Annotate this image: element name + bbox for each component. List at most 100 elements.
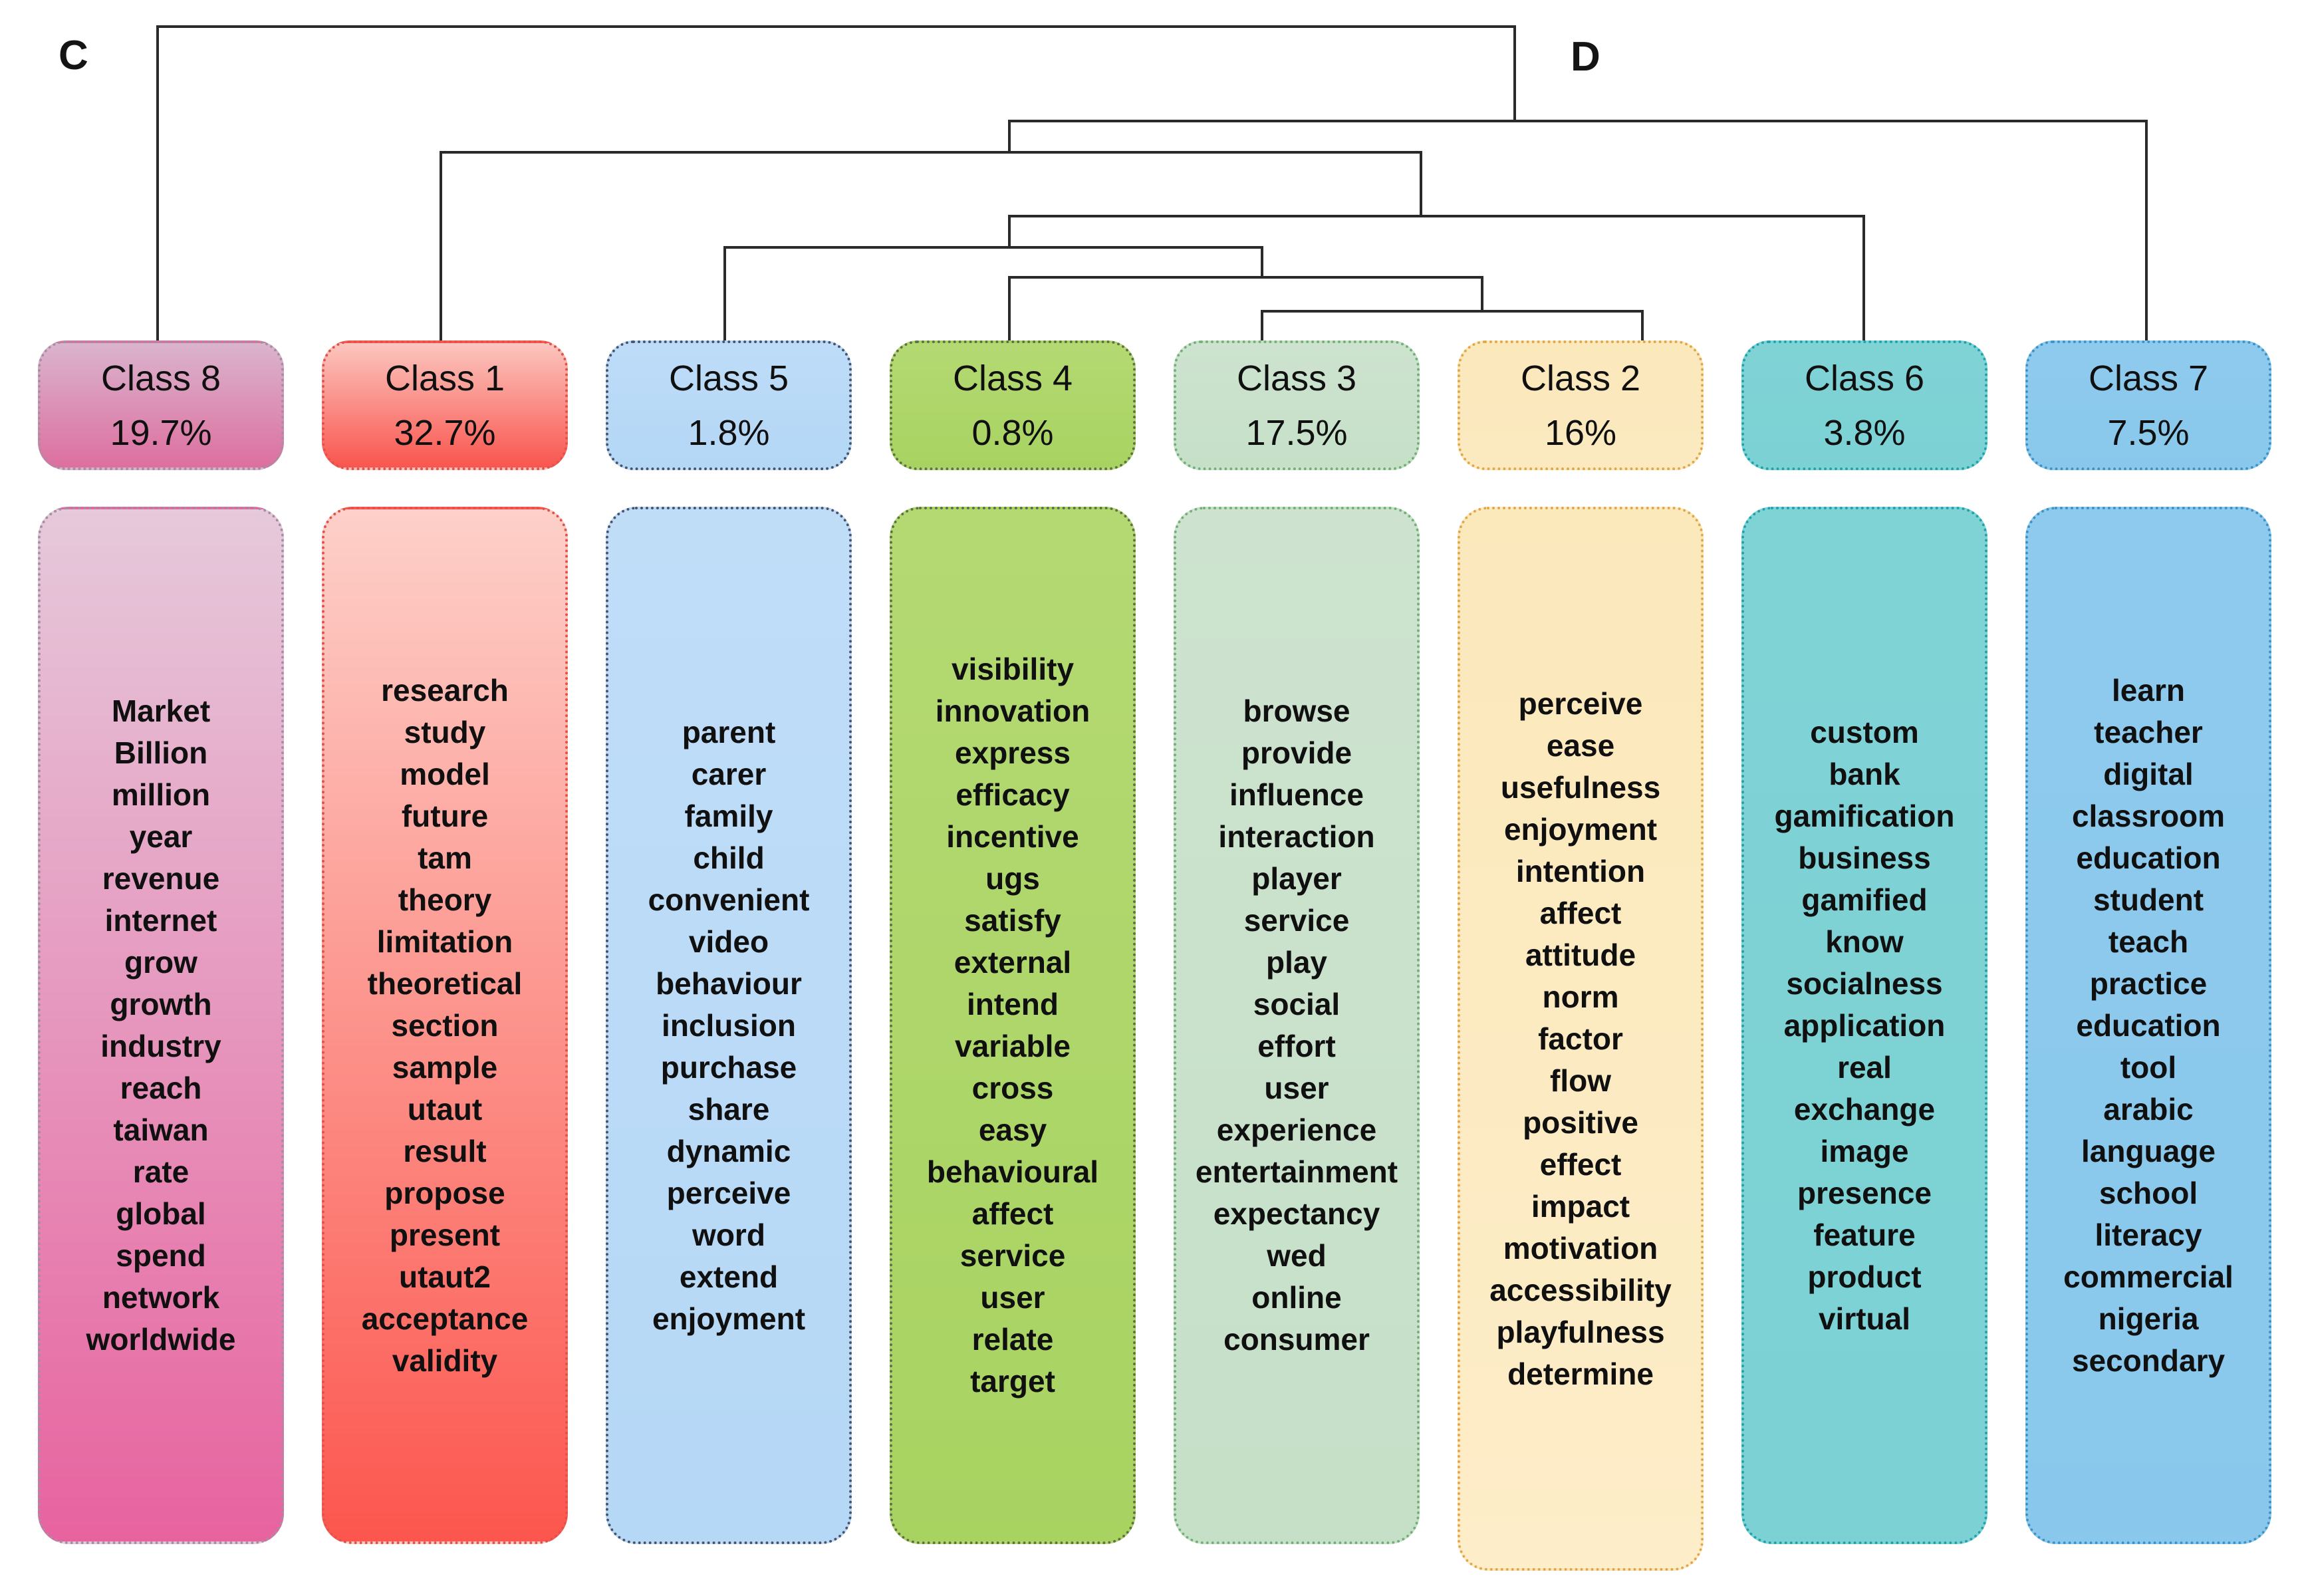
word-item: real xyxy=(1837,1049,1892,1085)
dendrogram-segment xyxy=(723,246,1263,249)
word-item: motivation xyxy=(1503,1230,1658,1265)
word-item: service xyxy=(1243,903,1350,938)
word-item: result xyxy=(403,1133,487,1168)
word-item: effect xyxy=(1539,1146,1622,1182)
word-item: education xyxy=(2076,840,2221,875)
word-item: factor xyxy=(1538,1021,1623,1056)
word-item: commercial xyxy=(2063,1259,2234,1294)
word-item: browse xyxy=(1243,694,1350,728)
word-item: satisfy xyxy=(964,903,1061,938)
word-item: carer xyxy=(691,756,767,791)
word-item: external xyxy=(954,945,1072,980)
word-item: enjoyment xyxy=(1503,811,1658,847)
word-item: worldwide xyxy=(86,1322,236,1357)
class-label: Class 8 xyxy=(100,358,221,398)
word-item: validity xyxy=(392,1343,498,1378)
word-item: online xyxy=(1251,1280,1342,1315)
class-percentage: 1.8% xyxy=(688,412,770,453)
word-item: virtual xyxy=(1818,1301,1911,1336)
word-item: share xyxy=(688,1091,770,1127)
word-item: application xyxy=(1783,1007,1946,1043)
word-item: play xyxy=(1265,945,1328,980)
class-percentage: 3.8% xyxy=(1823,412,1906,453)
word-item: word xyxy=(692,1217,765,1252)
word-item: dynamic xyxy=(666,1133,791,1168)
word-item: industry xyxy=(100,1029,221,1063)
word-item: language xyxy=(2081,1133,2216,1168)
word-item: behaviour xyxy=(656,966,802,1001)
dendrogram-segment xyxy=(1008,276,1483,279)
word-item: research xyxy=(381,672,509,708)
word-item: socialness xyxy=(1786,966,1943,1001)
dendrogram-segment xyxy=(1481,276,1483,311)
word-item: image xyxy=(1820,1133,1909,1168)
word-item: student xyxy=(2093,882,2204,917)
class-header-box: Class 8 19.7% xyxy=(38,340,284,470)
word-item: effort xyxy=(1257,1029,1336,1063)
word-item: study xyxy=(404,714,486,749)
word-item: gamification xyxy=(1774,798,1955,833)
word-item: determine xyxy=(1507,1356,1654,1391)
word-item: extend xyxy=(679,1259,779,1294)
class-header-box: Class 2 16% xyxy=(1458,340,1704,470)
word-item: school xyxy=(2099,1175,2198,1210)
word-item: user xyxy=(1264,1071,1329,1105)
word-item: feature xyxy=(1813,1217,1916,1252)
word-item: sample xyxy=(392,1049,498,1085)
branch-label-d: D xyxy=(1571,34,1600,80)
word-item: parent xyxy=(682,714,776,749)
word-item: perceive xyxy=(666,1175,791,1210)
class-label: Class 1 xyxy=(384,358,505,398)
branch-label-c: C xyxy=(59,33,88,78)
word-item: teacher xyxy=(2094,714,2203,749)
class-label: Class 5 xyxy=(668,358,789,398)
word-item: attitude xyxy=(1525,937,1636,972)
word-item: target xyxy=(970,1364,1055,1398)
word-item: learn xyxy=(2112,672,2185,708)
dendrogram-segment xyxy=(1008,276,1011,340)
word-item: ease xyxy=(1546,728,1615,763)
word-item: flow xyxy=(1550,1063,1611,1098)
dendrogram-segment xyxy=(156,25,1516,28)
word-item: year xyxy=(129,819,193,854)
word-item: reach xyxy=(120,1071,202,1105)
class-label: Class 6 xyxy=(1804,358,1925,398)
word-item: tool xyxy=(2120,1049,2177,1085)
word-item: perceive xyxy=(1518,686,1643,721)
dendrogram-segment xyxy=(1261,310,1263,340)
word-item: product xyxy=(1807,1259,1922,1294)
class-label: Class 7 xyxy=(2088,358,2209,398)
word-item: limitation xyxy=(376,924,513,959)
class-percentage: 16% xyxy=(1544,412,1617,453)
word-item: ugs xyxy=(985,861,1040,896)
word-item: convenient xyxy=(648,882,810,917)
word-item: behavioural xyxy=(926,1154,1099,1189)
word-item: child xyxy=(693,840,765,875)
word-item: relate xyxy=(971,1322,1054,1357)
class-header-box: Class 5 1.8% xyxy=(606,340,852,470)
class-percentage: 7.5% xyxy=(2107,412,2190,453)
word-item: internet xyxy=(104,903,217,938)
dendrogram-segment xyxy=(1008,215,1865,217)
word-item: future xyxy=(401,798,489,833)
word-item: spend xyxy=(116,1238,206,1273)
class-percentage: 17.5% xyxy=(1245,412,1348,453)
word-item: bank xyxy=(1829,756,1900,791)
dendrogram-segment xyxy=(1513,25,1516,121)
word-item: present xyxy=(389,1217,501,1252)
class-label: Class 2 xyxy=(1520,358,1641,398)
class-percentage: 19.7% xyxy=(110,412,212,453)
word-item: variable xyxy=(955,1029,1071,1063)
word-item: affect xyxy=(971,1196,1054,1231)
word-item: theoretical xyxy=(367,966,523,1001)
word-item: classroom xyxy=(2071,798,2226,833)
dendrogram-segment xyxy=(1420,151,1422,216)
dendrogram-segment xyxy=(1261,246,1263,277)
